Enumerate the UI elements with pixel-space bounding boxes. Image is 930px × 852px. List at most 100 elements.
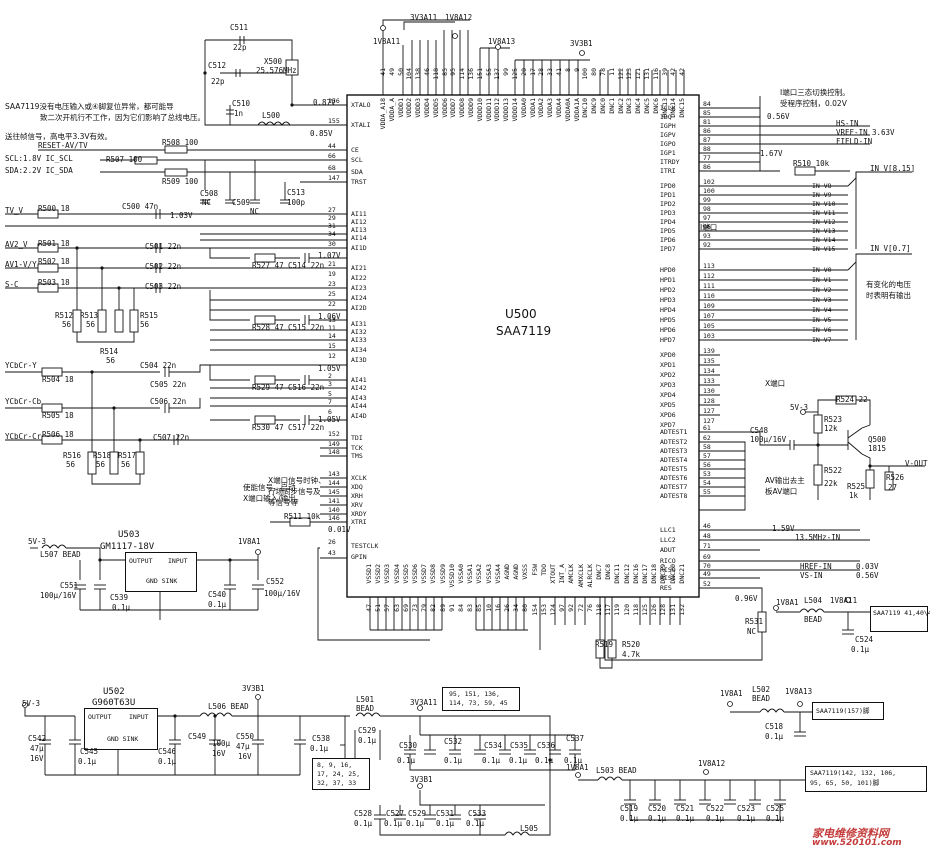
- bottom-pin-number: 153: [539, 604, 548, 616]
- r531-ref: R531: [745, 617, 764, 626]
- left-pin-name: TESTCLK: [351, 542, 379, 550]
- right-pin-number: 86: [703, 127, 711, 135]
- r514-ref: R514: [100, 347, 119, 356]
- signal-vref-in: VREF-IN: [836, 128, 868, 137]
- c532-value: 0.1µ: [444, 756, 463, 765]
- right-pin-number: 58: [703, 443, 711, 451]
- top-pin-name: DNC5: [643, 98, 651, 114]
- in-v-hi-label: IN V12: [812, 218, 836, 226]
- right-pin-name: HPD7: [660, 336, 676, 344]
- left-pin-number: 140: [328, 506, 340, 514]
- left-pin-name: AI4D: [351, 412, 367, 420]
- right-pin-number: 48: [703, 532, 711, 540]
- bottom-pin-number: 154: [530, 604, 539, 616]
- top-pin-name: DNC2: [616, 98, 625, 114]
- right-pin-name: ADTEST8: [660, 492, 688, 500]
- bottom-pin-number: 97: [558, 604, 567, 612]
- top-pin-name: VDDD4: [423, 98, 431, 118]
- bottom-pin-name: XTOUT: [549, 564, 557, 584]
- left-pin-name: TDI: [351, 434, 363, 442]
- left-pin-name: AI22: [351, 274, 367, 282]
- left-pin-name: AI13: [351, 226, 367, 234]
- bottom-pin-name: VSSD9: [438, 564, 447, 584]
- right-pin-number: 85: [703, 109, 711, 117]
- right-pin-name: ICLK: [660, 104, 676, 112]
- left-pin-name: AI34: [351, 346, 367, 354]
- rail-1v8a1-l503: 1V8A1: [566, 763, 589, 772]
- bottom-pin-number: 92: [567, 604, 576, 612]
- top-pin-number: 125: [511, 68, 519, 80]
- c537-ref: C537: [566, 734, 585, 743]
- av-note-line2: 板AV端口: [765, 487, 798, 496]
- c545-ref: C545: [80, 747, 99, 756]
- right-pin-number: 127: [703, 417, 715, 425]
- bottom-pin-name: INT_A: [558, 564, 567, 584]
- rail-1v8a13: 1V8A13: [488, 37, 516, 46]
- bottom-pin-name: VSSD3: [383, 564, 392, 584]
- r502-label: R502 18: [38, 257, 70, 266]
- c538-ref: C538: [312, 734, 331, 743]
- left-pin-name: AI24: [351, 294, 367, 302]
- right-pin-number: 71: [703, 542, 711, 550]
- rail-1v8a1-u503: 1V8A1: [238, 537, 261, 546]
- saa-41-45-box: SAA7119 41,40\45脚: [870, 606, 930, 632]
- c525-ref: C525: [766, 804, 785, 813]
- left-pin-number: 148: [328, 448, 340, 456]
- right-pin-name: XPD3: [660, 381, 676, 389]
- in-v-hi-label: IN V14: [812, 236, 836, 244]
- bottom-pin-name: VSSA4: [493, 564, 502, 584]
- in-v-hi-label: IN V13: [812, 227, 836, 235]
- bottom-pin-name: DNC17: [641, 564, 649, 584]
- r514-value: 56: [106, 356, 116, 365]
- right-pin-number: 133: [703, 377, 715, 385]
- c528-ref: C528: [354, 809, 373, 818]
- l502-value: BEAD: [752, 694, 771, 703]
- right-pin-name: IPD7: [660, 245, 676, 253]
- in-v-hi-label: IN V9: [812, 191, 832, 199]
- right-pin-number: 81: [703, 118, 711, 126]
- left-pin-name: AI44: [351, 402, 367, 410]
- signal-tv-v: TV_V: [5, 206, 24, 215]
- right-pin-number: 70: [703, 562, 711, 570]
- right-pin-number: 54: [703, 479, 711, 487]
- bottom-pin-name: VSSD8: [429, 564, 438, 584]
- r529-label: R529 47: [252, 383, 284, 392]
- top-pin-number: 55: [484, 68, 493, 76]
- av-note-line1: AV输出去主: [765, 476, 805, 485]
- left-pin-name: AI33: [351, 336, 367, 344]
- right-pin-name: RES: [660, 584, 672, 592]
- right-pin-name: IGP1: [660, 149, 676, 157]
- right-pin-name: ADTEST5: [660, 465, 688, 473]
- l501-ref: L501: [356, 695, 375, 704]
- bottom-pin-number: 131: [668, 604, 677, 616]
- in-v-hi-label: IN V8: [812, 182, 832, 190]
- top-pin-name: DNC10: [581, 98, 590, 118]
- r510-label: R510 10k: [793, 159, 830, 168]
- c507-label: C507 22n: [153, 433, 190, 442]
- top-pin-name: VDDD14: [511, 98, 519, 122]
- right-pin-name: RISO: [660, 566, 676, 574]
- u502-out-label: OUTPUT: [88, 713, 112, 721]
- bottom-pin-number: 34: [512, 604, 521, 612]
- top-pin-name: VDDD1: [396, 98, 405, 118]
- right-pin-number: 98: [703, 205, 711, 213]
- volt-ai1d: 1.07V: [318, 251, 341, 260]
- u502-ref: U502: [103, 687, 125, 697]
- c540-ref: C540: [208, 590, 227, 599]
- bottom-pin-number: 83: [466, 604, 475, 612]
- c535-value: 0.1µ: [509, 756, 528, 765]
- bottom-pin-number: 85: [475, 604, 484, 612]
- volt-xtali: 0.85V: [310, 129, 333, 138]
- r501-label: R501 18: [38, 239, 70, 248]
- right-pin-name: IGPH: [660, 122, 676, 130]
- top-pin-number: 41: [555, 68, 563, 76]
- xport-label: X端口: [765, 379, 786, 388]
- right-pin-name: HPD2: [660, 286, 676, 294]
- left-pin-number: 5: [328, 390, 332, 398]
- right-pin-name: IPD1: [660, 191, 676, 199]
- left-pin-name: AI3D: [351, 356, 367, 364]
- c513-value: 100p: [287, 198, 306, 207]
- bottom-pin-name: DNC16: [631, 564, 640, 584]
- c523-value: 0.1µ: [737, 814, 756, 823]
- right-pin-name: HPD3: [660, 296, 676, 304]
